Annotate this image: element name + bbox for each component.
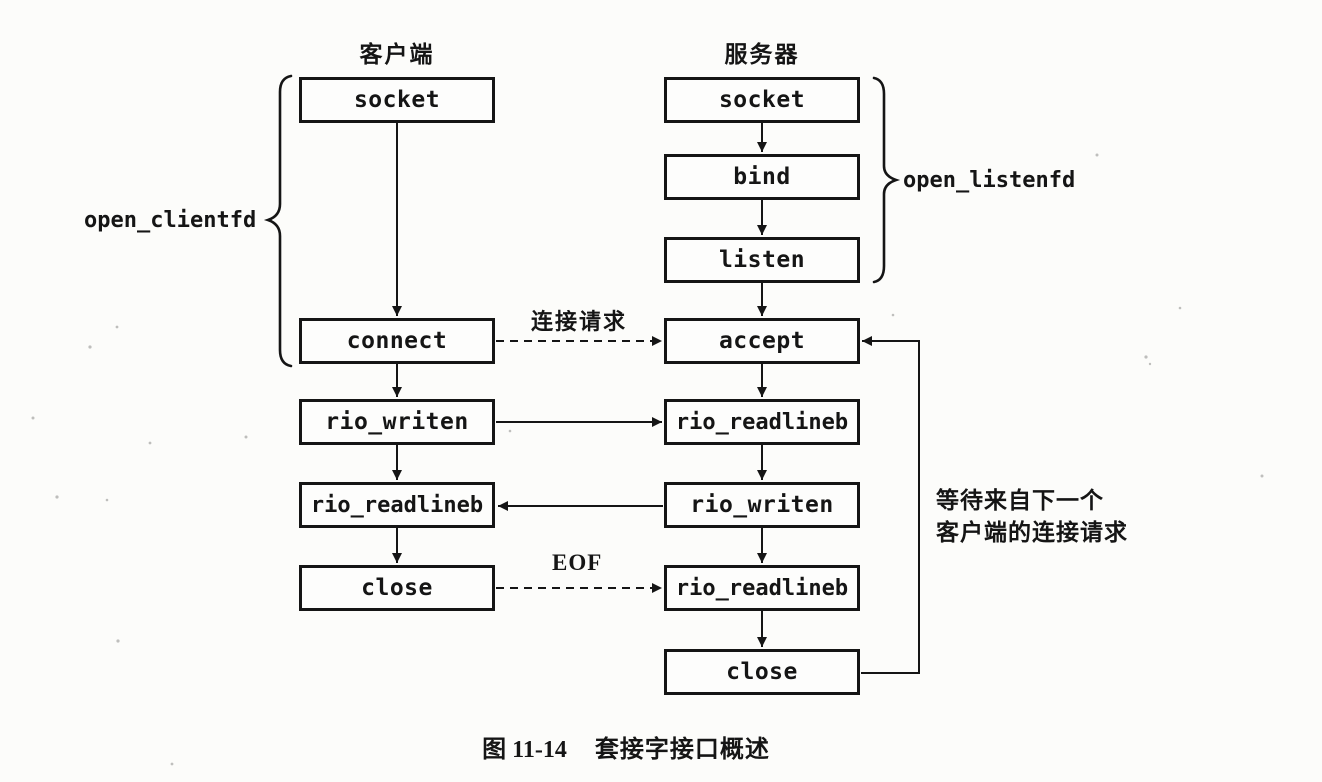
flow-box-server-close: close	[664, 649, 860, 695]
flow-box-server-rio-readlineb-2: rio_readlineb	[664, 565, 860, 611]
open-listenfd-label: open_listenfd	[903, 168, 1076, 193]
flow-box-server-accept: accept	[664, 318, 860, 364]
flow-box-client-connect: connect	[299, 318, 495, 364]
wait-next-request-line1: 等待来自下一个	[936, 487, 1104, 513]
server-column-header: 服务器	[724, 41, 800, 67]
flow-box-client-close: close	[299, 565, 495, 611]
open-listenfd-brace	[872, 76, 901, 284]
eof-label: EOF	[552, 550, 603, 575]
open-clientfd-label: open_clientfd	[84, 208, 257, 233]
flow-box-server-bind: bind	[664, 154, 860, 200]
scan-specks	[31, 153, 1264, 766]
figure-caption: 图 11-14 套接字接口概述	[0, 729, 1252, 764]
arrow-loop-close-to-accept	[861, 336, 920, 674]
connection-request-label: 连接请求	[530, 309, 627, 334]
wait-next-request-line2: 客户端的连接请求	[936, 519, 1128, 545]
flow-box-server-rio-writen: rio_writen	[664, 482, 860, 528]
flow-box-client-rio-writen: rio_writen	[299, 399, 495, 445]
flow-box-client-socket: socket	[299, 77, 495, 123]
client-column-header: 客户端	[359, 41, 435, 67]
figure-caption-title: 套接字接口概述	[594, 737, 770, 763]
wait-next-request-label: 等待来自下一个 客户端的连接请求	[936, 484, 1128, 548]
flow-box-client-rio-readlineb: rio_readlineb	[299, 482, 495, 528]
figure-caption-number: 图 11-14	[482, 737, 567, 763]
flow-box-server-rio-readlineb-1: rio_readlineb	[664, 399, 860, 445]
flow-box-server-listen: listen	[664, 237, 860, 283]
flow-box-server-socket: socket	[664, 77, 860, 123]
open-clientfd-brace	[263, 74, 293, 368]
